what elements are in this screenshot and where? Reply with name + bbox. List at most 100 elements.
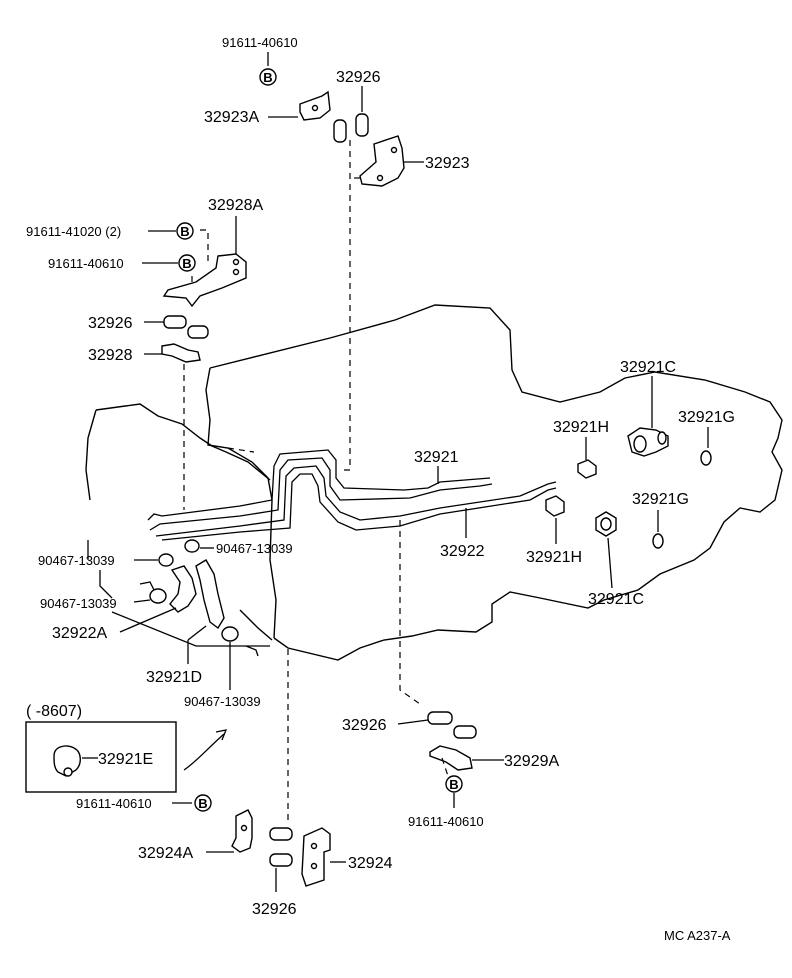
bracket-icon — [231, 809, 253, 853]
sleeve-icon — [269, 853, 293, 867]
bolt-bottom-right-label: 91611-40610 — [408, 814, 484, 829]
hose-32921d-icon — [195, 559, 225, 630]
sleeve-left-label: 32926 — [88, 315, 133, 332]
bracket-32923a-assembly: 32923A — [204, 90, 331, 126]
sleeve-icon — [333, 119, 347, 143]
oring-32921g-bottom-assembly: 32921G — [632, 491, 689, 549]
bracket-32923-assembly: 32923 — [359, 135, 470, 187]
clip-32921e-icon — [53, 745, 81, 777]
reference-lines — [183, 140, 421, 820]
sleeve-bottom-right-assembly: 32926 — [342, 711, 477, 739]
oring-icon — [700, 450, 712, 466]
clip-bottom-assembly: 90467-13039 — [184, 642, 261, 709]
union-32921h-top-assembly: 32921H — [553, 419, 609, 479]
oring-32921g-bottom-label: 32921G — [632, 491, 689, 508]
engine-outline — [95, 403, 271, 481]
arrow-icon — [183, 733, 225, 771]
bolt-b-marker-icon — [178, 254, 196, 272]
brake-tubes — [147, 449, 557, 541]
bolt-b-marker-icon — [176, 222, 194, 240]
bracket-32924a-assembly: 32924A — [138, 809, 253, 862]
diagram-code: MC A237-A — [664, 928, 731, 943]
transmission-outline — [209, 304, 783, 661]
hose-32921d-label: 32921D — [146, 669, 202, 686]
hose-32921d-assembly: 32921D — [111, 611, 270, 686]
bracket-32929a-label: 32929A — [504, 753, 559, 770]
transmission-left-wall — [205, 367, 277, 639]
bracket-32924-label: 32924 — [348, 855, 393, 872]
sleeve-icon — [187, 325, 209, 339]
union-32921h-top-label: 32921H — [553, 419, 609, 436]
bolt-top-assembly: 91611-40610 B — [222, 35, 298, 86]
union-32921c-bottom-assembly: 32921C — [588, 511, 644, 608]
sleeve-top-label: 32926 — [336, 69, 381, 86]
clip-left-top-assembly: 90467-13039 — [38, 540, 158, 568]
bolt-b-marker-icon — [194, 794, 212, 812]
union-32921h-bottom-label: 32921H — [526, 549, 582, 566]
engine-left-edge — [85, 409, 97, 501]
bracket-32924a-label: 32924A — [138, 845, 193, 862]
bolt-top-label: 91611-40610 — [222, 35, 298, 50]
clip-right-assembly: 90467-13039 — [200, 541, 293, 556]
svg-text:B: B — [263, 70, 272, 85]
hose-clip-icon — [184, 539, 200, 553]
bolt-bottom-right-assembly: B 91611-40610 — [408, 757, 484, 829]
svg-text:B: B — [182, 256, 191, 271]
tube-32921-assembly: 32921 — [414, 449, 459, 484]
bolt-left-mid-label: 91611-40610 — [48, 256, 124, 271]
tube-32921-label: 32921 — [414, 449, 459, 466]
bracket-32923a-label: 32923A — [204, 109, 259, 126]
bolt-b-marker-icon — [445, 775, 463, 793]
clamp-32928-label: 32928 — [88, 347, 133, 364]
bracket-32928a-label: 32928A — [208, 197, 263, 214]
sleeve-icon — [355, 113, 369, 137]
bracket-icon — [162, 253, 247, 308]
union-32921c-top-assembly: 32921C — [620, 359, 676, 457]
union-32921c-bottom-label: 32921C — [588, 591, 644, 608]
bracket-icon — [301, 827, 331, 887]
clip-bottom-label: 90467-13039 — [184, 694, 261, 709]
sleeve-icon — [163, 315, 187, 329]
part-32921e-label: 32921E — [98, 751, 153, 768]
clip-left-bottom-assembly: 90467-13039 — [40, 570, 151, 611]
union-nut-icon — [545, 495, 565, 517]
oring-icon — [652, 533, 664, 549]
engine-bottom-edge — [239, 609, 273, 641]
oring-32921g-top-label: 32921G — [678, 409, 735, 426]
bolt-bottom-left-assembly: 91611-40610 B — [76, 794, 212, 812]
svg-text:B: B — [198, 796, 207, 811]
sleeve-icon — [427, 711, 453, 725]
sleeve-icon — [269, 827, 293, 841]
union-32921h-bottom-assembly: 32921H — [526, 495, 582, 566]
hose-32922a-assembly: 32922A — [52, 607, 177, 642]
clamp-icon — [161, 343, 201, 363]
sleeve-bottom-assembly: 32926 — [252, 827, 297, 918]
hose-parts — [139, 539, 259, 657]
tube-32922-assembly: 32922 — [440, 508, 485, 560]
oring-32921g-top-assembly: 32921G — [678, 409, 735, 466]
sleeve-bottom-label: 32926 — [252, 901, 297, 918]
bracket-32929a-assembly: 32929A — [429, 745, 559, 771]
sleeve-top-assembly: 32926 — [333, 69, 381, 143]
bracket-icon — [429, 745, 473, 771]
bolt-41020-assembly: 91611-41020 (2) B — [26, 222, 194, 240]
hose-clip-icon — [149, 588, 167, 604]
tube-32922-label: 32922 — [440, 543, 485, 560]
hose-clip-icon — [221, 626, 239, 642]
hose-32922a-label: 32922A — [52, 625, 107, 642]
clip-left-bottom-label: 90467-13039 — [40, 596, 117, 611]
clamp-32928-assembly: 32928 — [88, 343, 201, 364]
clip-left-top-label: 90467-13039 — [38, 553, 115, 568]
union-nut-icon — [577, 459, 597, 479]
bracket-32923-label: 32923 — [425, 155, 470, 172]
sleeve-icon — [453, 725, 477, 739]
svg-text:B: B — [449, 777, 458, 792]
range-note: ( -8607) — [26, 703, 82, 720]
clip-right-label: 90467-13039 — [216, 541, 293, 556]
bolt-41020-label: 91611-41020 (2) — [26, 224, 121, 239]
bracket-32924-assembly: 32924 — [301, 827, 393, 887]
inset-32921e: ( -8607) 32921E — [25, 703, 228, 793]
bracket-32928a-assembly: 32928A — [162, 197, 263, 308]
bolt-b-marker-icon — [259, 68, 277, 86]
